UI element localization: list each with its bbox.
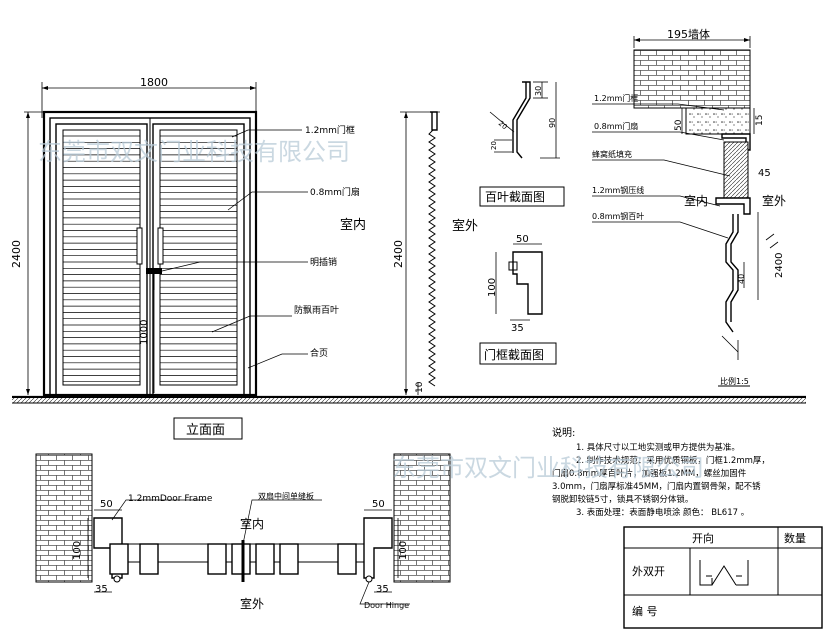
svg-text:45: 45 xyxy=(758,168,771,179)
svg-text:35: 35 xyxy=(95,584,108,595)
svg-text:100: 100 xyxy=(72,541,83,560)
plan-frame-left xyxy=(93,517,123,579)
wall-dim: 195墙体 xyxy=(667,27,710,41)
svg-text:数量: 数量 xyxy=(784,532,806,545)
svg-text:90: 90 xyxy=(548,118,557,128)
handle-height-dim: 1000 xyxy=(139,320,150,345)
honeycomb-leaf xyxy=(723,141,749,199)
louver-panel-left xyxy=(62,129,141,386)
svg-text:35: 35 xyxy=(376,584,389,595)
svg-text:15: 15 xyxy=(755,115,765,126)
svg-text:40: 40 xyxy=(737,274,746,284)
plan-leaf-blocks xyxy=(109,543,357,575)
svg-text:室外: 室外 xyxy=(240,596,264,611)
label-hinge: 合页 xyxy=(310,347,328,359)
svg-text:100: 100 xyxy=(487,278,498,297)
svg-text:1.2mm钢压线: 1.2mm钢压线 xyxy=(592,185,644,195)
svg-text:编 号: 编 号 xyxy=(632,604,658,618)
svg-text:室内: 室内 xyxy=(240,516,264,531)
side-height-dim: 2400 xyxy=(392,240,405,268)
svg-text:2400: 2400 xyxy=(774,253,785,278)
svg-text:钢脱卸较链5寸，锁具不锈钢分体锁。: 钢脱卸较链5寸，锁具不锈钢分体锁。 xyxy=(552,494,693,505)
svg-text:室内: 室内 xyxy=(684,193,708,208)
spec-table: 开向 数量 外双开 编 号 xyxy=(623,526,823,629)
plan-wall-left xyxy=(35,453,93,583)
svg-text:50: 50 xyxy=(516,234,529,245)
svg-text:1.2mmDoor Frame: 1.2mmDoor Frame xyxy=(128,494,213,504)
notes-title: 说明: xyxy=(552,426,575,439)
svg-text:开向: 开向 xyxy=(692,531,714,545)
plan-frame-right xyxy=(363,517,393,579)
label-bolt: 明插销 xyxy=(310,256,337,268)
watermark-bottom: 东莞市双文门业科技有限公司 xyxy=(392,454,704,482)
label-louver: 防飘雨百叶 xyxy=(294,304,339,316)
handle-left xyxy=(136,227,143,265)
elevation-view: 1800 2400 1000 1.2mm门框 0.8mm门扇 明插销 xyxy=(10,76,366,440)
svg-text:1. 具体尺寸以工地实测或甲方提供为基准。: 1. 具体尺寸以工地实测或甲方提供为基准。 xyxy=(576,442,740,453)
side-louver-profile xyxy=(428,129,436,387)
wall-concrete xyxy=(685,107,751,135)
door-leaf-right xyxy=(152,123,245,396)
wall-brick xyxy=(633,49,751,109)
ground-line xyxy=(12,395,806,404)
louver-section-caption: 百叶截面图 xyxy=(485,190,545,204)
svg-text:3.0mm，门扇厚标准45MM，门扇内置钢骨架，配不锈: 3.0mm，门扇厚标准45MM，门扇内置钢骨架，配不锈 xyxy=(552,481,761,492)
label-frame: 1.2mm门框 xyxy=(305,124,355,136)
svg-text:Door Hinge: Door Hinge xyxy=(364,601,409,610)
svg-text:50: 50 xyxy=(372,499,385,510)
svg-text:双扇中间单缝板: 双扇中间单缝板 xyxy=(258,491,314,501)
elevation-indoor-label: 室内 xyxy=(340,217,366,233)
frame-section-caption: 门框截面图 xyxy=(484,347,544,362)
door-leaf-left xyxy=(55,123,148,396)
svg-text:室外: 室外 xyxy=(762,193,786,208)
elevation-width-dim: 1800 xyxy=(140,76,168,89)
svg-text:50: 50 xyxy=(100,499,113,510)
scale-label: 比例1:5 xyxy=(720,376,749,386)
watermark-top: 东莞市双文门业科技有限公司 xyxy=(38,138,350,166)
side-view: 2400 10 室外 xyxy=(392,111,478,395)
frame-section: 50 100 35 门框截面图 xyxy=(479,234,557,365)
wall-section: 195墙体 50 15 45 2400 40 室内 室外 1.2mm门框 0.8… xyxy=(592,27,786,387)
svg-text:蜂窝纸填充: 蜂窝纸填充 xyxy=(592,149,632,159)
svg-text:35: 35 xyxy=(511,323,524,334)
svg-text:外双开: 外双开 xyxy=(632,565,665,578)
svg-text:20: 20 xyxy=(497,119,509,131)
louver-slats xyxy=(63,135,237,383)
svg-text:30: 30 xyxy=(534,86,543,96)
side-outdoor-label: 室外 xyxy=(452,218,478,234)
svg-text:0.8mm门扇: 0.8mm门扇 xyxy=(594,121,638,131)
svg-text:100: 100 xyxy=(398,541,409,560)
svg-text:20: 20 xyxy=(490,141,498,150)
louver-panel-right xyxy=(159,129,238,386)
svg-text:50: 50 xyxy=(674,119,684,131)
elevation-height-dim: 2400 xyxy=(10,240,23,268)
svg-text:门扇0.8mm厚百叶片，加强板1.2MM，螺丝加固件: 门扇0.8mm厚百叶片，加强板1.2MM，螺丝加固件 xyxy=(552,468,747,479)
notes: 说明: 1. 具体尺寸以工地实测或甲方提供为基准。 2. 制作技术规范：采用优质… xyxy=(552,426,770,518)
flush-bolt xyxy=(146,268,162,274)
side-bottom-dim: 10 xyxy=(415,381,425,393)
handle-right xyxy=(157,227,164,265)
svg-text:3. 表面处理：表面静电喷涂 颜色： BL617 。: 3. 表面处理：表面静电喷涂 颜色： BL617 。 xyxy=(576,507,749,518)
plan-view: 50 100 35 50 100 35 1.2mmDoor Frame 双扇中间… xyxy=(35,453,451,611)
elevation-caption: 立面面 xyxy=(186,423,225,438)
plan-wall-right xyxy=(393,453,451,583)
svg-text:2. 制作技术规范：采用优质钢板，门框1.2mm厚，: 2. 制作技术规范：采用优质钢板，门框1.2mm厚， xyxy=(576,455,770,466)
label-leaf: 0.8mm门扇 xyxy=(310,186,360,198)
louver-section: 30 90 20 20 百叶截面图 xyxy=(479,81,565,207)
svg-text:0.8mm钢百叶: 0.8mm钢百叶 xyxy=(592,211,644,221)
svg-text:1.2mm门框: 1.2mm门框 xyxy=(594,93,638,103)
